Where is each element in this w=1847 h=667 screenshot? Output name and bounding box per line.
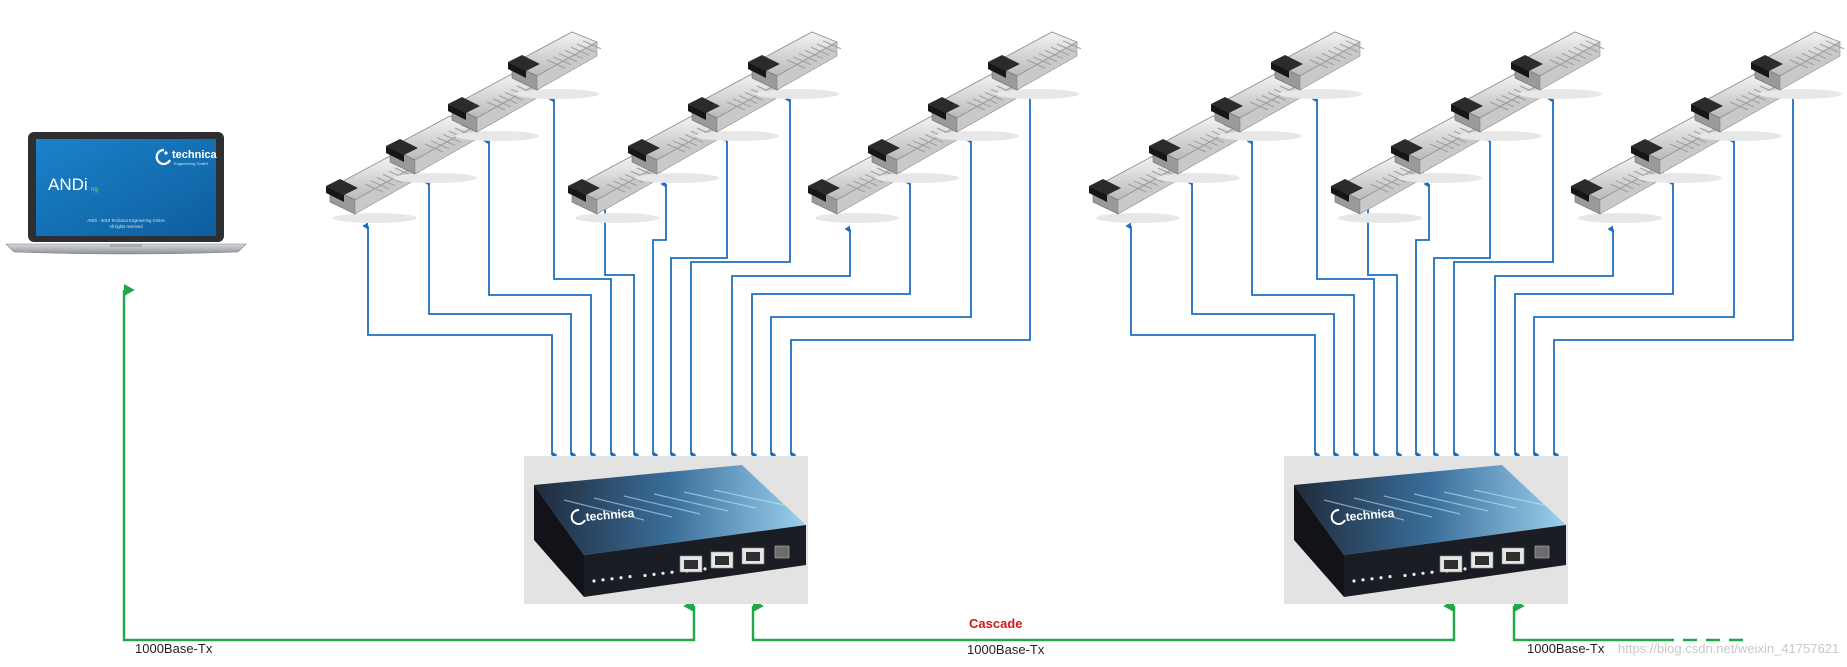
status-led — [1352, 579, 1356, 583]
ecu-module — [1751, 31, 1845, 99]
laptop-brand: technica — [172, 149, 218, 161]
ecu-connection-line — [362, 222, 558, 459]
status-led — [703, 567, 707, 571]
status-led — [1463, 567, 1467, 571]
status-led — [652, 572, 656, 577]
ecu-connection-line — [1453, 95, 1554, 459]
watermark-text: https://blog.csdn.net/weixin_41757621 — [1618, 641, 1840, 656]
ethernet-switch: technica — [1284, 456, 1568, 604]
laptop-ethernet-link — [122, 284, 696, 642]
cascade-label: Cascade — [969, 616, 1023, 631]
laptop-brand-tagline: Engineering GmbH — [174, 161, 208, 166]
ecu-connection-line — [790, 92, 1031, 459]
status-led — [1388, 575, 1392, 579]
ecu-connection-line — [1311, 95, 1380, 459]
switch-technica-logo-icon — [570, 508, 586, 525]
ecu-connection-line — [690, 95, 791, 459]
status-led — [1412, 572, 1416, 577]
ecu-connection-line — [1186, 178, 1340, 459]
ecu-connection-line — [1362, 180, 1403, 459]
status-led — [1430, 570, 1434, 574]
switch-brand: technica — [585, 506, 635, 524]
status-led — [628, 575, 632, 579]
ecu-module — [508, 31, 602, 99]
status-led — [661, 571, 665, 575]
laptop-link-label: 1000Base-Tx — [135, 641, 213, 656]
status-led — [1370, 577, 1374, 581]
status-led — [1403, 573, 1407, 578]
ecu-module — [748, 31, 842, 99]
status-led — [619, 576, 623, 580]
ecu-module — [1511, 31, 1605, 99]
next-switch-ethernet-link — [1512, 600, 1660, 642]
ecu-connection-line — [1415, 180, 1430, 459]
status-led — [1379, 576, 1383, 580]
cascade-ethernet-link — [751, 600, 1456, 642]
ecu-connection-line — [1125, 222, 1321, 459]
status-led — [601, 578, 605, 582]
laptop-footer-2: All rights reserved — [109, 224, 143, 229]
ecu-connection-line — [1553, 92, 1794, 459]
laptop-app-suffix: ng. — [91, 187, 100, 193]
ecu-module — [988, 31, 1082, 99]
status-led — [1361, 578, 1365, 582]
status-led — [610, 577, 614, 581]
ecu-connection-line — [548, 95, 617, 459]
ecu-connection-line — [751, 178, 911, 459]
status-led — [1421, 571, 1425, 575]
laptop-screen — [36, 139, 216, 236]
technica-logo-icon — [155, 148, 171, 166]
ecu-module — [1271, 31, 1365, 99]
ecu-connection-line — [1433, 135, 1491, 459]
ecu-connection-line — [1514, 178, 1674, 459]
ecu-connection-line — [599, 180, 640, 459]
laptop-app-name: ANDi — [48, 175, 88, 194]
switch-brand: technica — [1345, 506, 1395, 524]
laptop-footer-1: ANDi - 2016 Technica Engineering GmbH — [87, 218, 164, 223]
status-led — [670, 570, 674, 574]
status-led — [592, 579, 596, 583]
ecu-module — [1571, 155, 1665, 223]
cascade-link-label: 1000Base-Tx — [967, 642, 1045, 657]
status-led — [643, 573, 647, 578]
ethernet-switch: technica — [524, 456, 808, 604]
sfp-port — [774, 545, 790, 559]
sfp-port — [1534, 545, 1550, 559]
ecu-connection-line — [652, 180, 667, 459]
switch-technica-logo-icon — [1330, 508, 1346, 525]
ecu-connection-line — [423, 178, 577, 459]
next-link-label: 1000Base-Tx — [1527, 641, 1605, 656]
ecu-connection-line — [670, 135, 728, 459]
